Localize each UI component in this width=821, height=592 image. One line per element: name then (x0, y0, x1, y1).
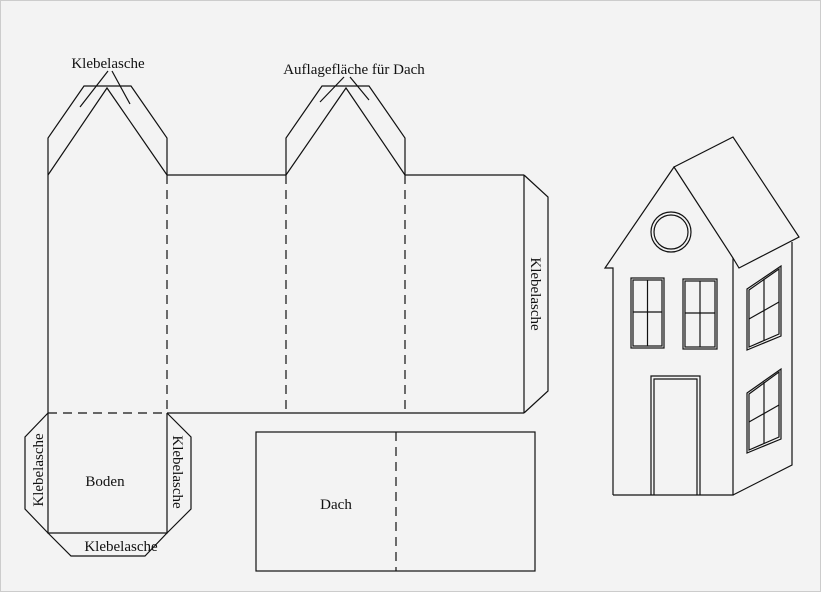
floor-bottom-tab (47, 532, 168, 557)
window-frame (682, 278, 718, 350)
window-frame (746, 264, 782, 351)
label-glue-tab-floor-bottom: Klebelasche (84, 539, 158, 555)
label-glue-tab-right: Klebelasche (527, 257, 543, 331)
leader-line (349, 76, 370, 101)
wall-net (47, 70, 549, 414)
gable-right (285, 86, 406, 176)
leader-line (79, 70, 109, 108)
window-frame (630, 277, 665, 349)
house-front (603, 165, 734, 496)
window-frame (746, 367, 782, 454)
front-window (630, 277, 665, 349)
house-illustration (603, 136, 800, 496)
leader-line (319, 76, 345, 103)
gable-right-tab-outline (285, 85, 406, 175)
window-inner (748, 267, 780, 348)
floor-right-tab (166, 412, 192, 534)
window-inner (748, 370, 780, 451)
window-transom (748, 404, 780, 423)
label-roof-support: Auflagefläche für Dach (283, 62, 425, 78)
roof-net (255, 431, 536, 572)
right-glue-tab (523, 174, 549, 414)
round-window (650, 211, 692, 253)
house-side (732, 242, 793, 496)
leader-line (111, 70, 131, 105)
window-transom (748, 301, 780, 320)
label-glue-tab-floor-right: Klebelasche (169, 435, 185, 509)
round-window-inner (653, 214, 689, 250)
floor-left-tab (24, 412, 49, 534)
floor-net (24, 412, 192, 557)
label-floor: Boden (85, 474, 125, 490)
label-glue-tab-floor-left: Klebelasche (31, 433, 47, 507)
side-window (746, 264, 782, 351)
label-roof: Dach (320, 497, 352, 513)
floor-square (47, 413, 168, 534)
side-window (746, 367, 782, 454)
house-roof (673, 136, 800, 269)
front-window (682, 278, 718, 350)
label-glue-tab-top: Klebelasche (71, 56, 145, 72)
gable-left-tab-outline (47, 85, 168, 413)
door-inner (653, 378, 698, 495)
door (650, 375, 701, 495)
gable-left (47, 86, 168, 176)
